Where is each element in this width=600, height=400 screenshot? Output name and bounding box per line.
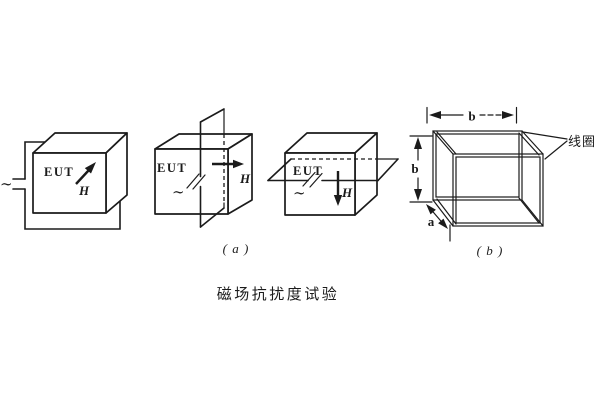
dimension-width-b: b [426, 106, 518, 124]
diagram-horizontal-coil: ∼ EUT H [267, 132, 399, 216]
eut-label: EUT [293, 164, 323, 178]
field-arrow-right [212, 159, 244, 169]
eut-label: EUT [44, 165, 74, 179]
field-label: H [341, 185, 353, 200]
frame-front-square [452, 153, 544, 227]
ac-source-symbol: ∼ [0, 175, 13, 193]
frame-depth-edges [432, 130, 544, 227]
figure-caption: 磁场抗扰度试验 [217, 286, 340, 303]
eut-box [32, 132, 128, 214]
coil-feed-leads [12, 178, 26, 190]
ac-source-symbol: ∼ [293, 184, 306, 202]
width-dim-label: b [468, 109, 475, 124]
feed-break-marks [186, 173, 206, 190]
height-dim-label: b [411, 161, 418, 176]
frame-back-square [432, 130, 523, 201]
diagram-coil-frame: b b a 线圈 [409, 106, 596, 258]
depth-dim-label: a [428, 214, 435, 229]
diagram-front-coil: ∼ EUT H [0, 132, 128, 230]
feed-break-marks [302, 171, 323, 188]
eut-box [154, 133, 253, 215]
coil-label: 线圈 [568, 134, 596, 149]
ac-source-symbol: ∼ [172, 183, 185, 201]
eut-label: EUT [157, 161, 187, 175]
subfigure-b-label: ( b ) [477, 243, 504, 258]
diagram-vertical-coil: ∼ EUT H ( a ) [154, 108, 253, 256]
dimension-depth-a: a [426, 204, 451, 242]
field-arrow-down [333, 171, 343, 206]
dimension-height-b: b [409, 135, 433, 203]
coil-plane [199, 108, 225, 228]
coil-plane [267, 158, 399, 182]
field-label: H [78, 183, 90, 198]
field-arrow-diagonal [75, 162, 96, 185]
field-label: H [239, 171, 251, 186]
subfigure-a-label: ( a ) [223, 241, 250, 256]
coil-callout: 线圈 [522, 131, 596, 160]
